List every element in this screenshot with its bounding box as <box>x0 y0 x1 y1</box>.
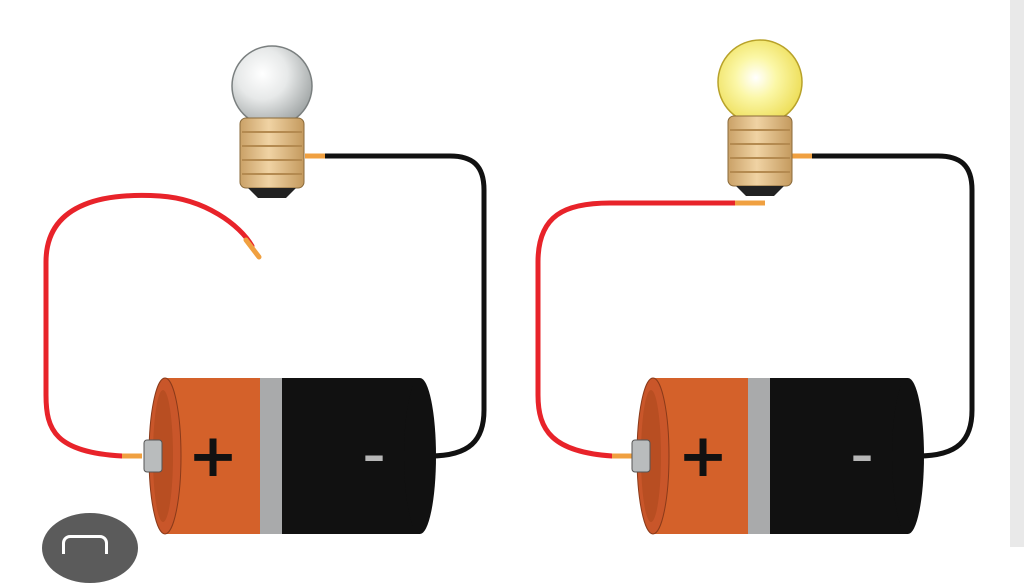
positive-terminal-sign: + <box>188 421 238 491</box>
negative-terminal-sign: – <box>363 430 385 481</box>
right-edge-strip <box>1010 0 1024 547</box>
negative-wire <box>319 153 487 459</box>
battery-icon: + – <box>631 377 924 535</box>
wire-copper-tip <box>243 237 262 260</box>
battery-icon: + – <box>143 377 436 535</box>
negative-terminal-sign: – <box>851 430 873 481</box>
light-bulb-icon <box>717 39 803 196</box>
open-circuit: + – <box>43 45 487 535</box>
light-bulb-icon <box>231 45 313 198</box>
positive-wire <box>535 200 743 459</box>
closed-circuit: + – <box>535 39 975 535</box>
positive-wire <box>43 192 255 459</box>
negative-wire <box>805 153 975 459</box>
positive-terminal-sign: + <box>678 421 728 491</box>
circuit-diagram: + – <box>43 39 975 535</box>
lens-glyph-icon <box>62 535 108 554</box>
